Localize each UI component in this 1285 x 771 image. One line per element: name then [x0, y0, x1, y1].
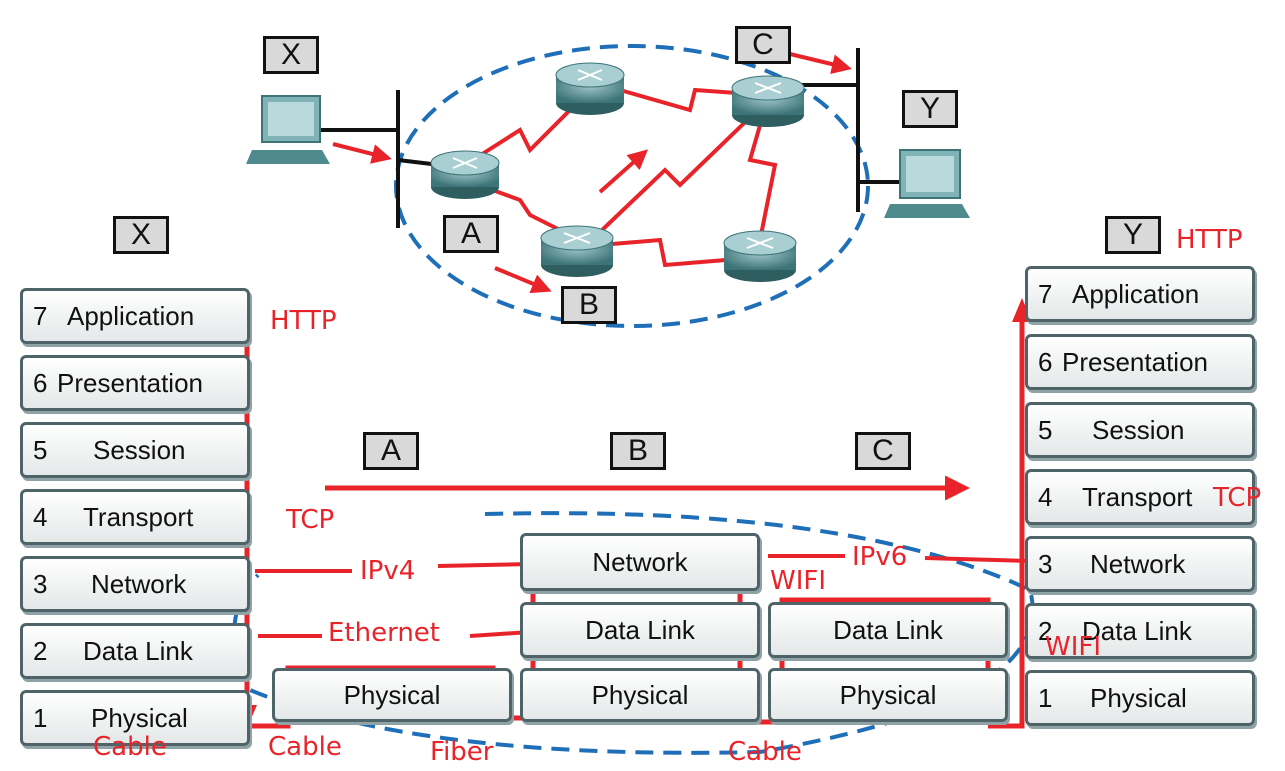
router-group-outline	[232, 511, 1035, 755]
router-icon	[723, 230, 797, 282]
router-b-network: Network	[520, 533, 760, 591]
mid-c-label: C	[855, 432, 911, 470]
router-b-label: B	[561, 286, 617, 324]
router-icon	[430, 150, 500, 199]
mid-a-label: A	[363, 432, 419, 470]
cable-label-1: Cable	[93, 732, 167, 762]
router-icon	[731, 75, 805, 127]
http-right-label: HTTP	[1176, 225, 1243, 255]
router-c-physical: Physical	[768, 668, 1008, 722]
router-icon	[555, 62, 625, 115]
tcp-left-label: TCP	[286, 505, 335, 535]
stack-y-label: Y	[1105, 216, 1161, 254]
http-left-label: HTTP	[270, 306, 337, 336]
computer-x-icon	[246, 95, 330, 164]
computer-y-icon	[884, 149, 970, 218]
cable-label-2: Cable	[268, 732, 342, 762]
ipv4-label: IPv4	[360, 556, 416, 586]
router-b-datalink: Data Link	[520, 602, 760, 658]
host-x-label: X	[263, 36, 319, 74]
fiber-label: Fiber	[430, 737, 494, 767]
tcp-right-label: TCP	[1213, 483, 1262, 513]
ipv6-label: IPv6	[852, 542, 908, 572]
router-icon	[540, 225, 614, 277]
wifi-top-label: WIFI	[770, 566, 826, 596]
stack-x-label: X	[113, 216, 169, 254]
router-a-physical: Physical	[272, 668, 512, 722]
cable-label-3: Cable	[728, 737, 802, 767]
mid-b-label: B	[610, 432, 666, 470]
host-y-label: Y	[902, 90, 958, 128]
router-a-label: A	[443, 215, 499, 253]
router-c-label: C	[735, 26, 791, 64]
router-b-physical: Physical	[520, 668, 760, 722]
router-c-datalink: Data Link	[768, 602, 1008, 658]
wifi-right-label: WIFI	[1045, 632, 1101, 662]
ethernet-label: Ethernet	[328, 618, 440, 648]
